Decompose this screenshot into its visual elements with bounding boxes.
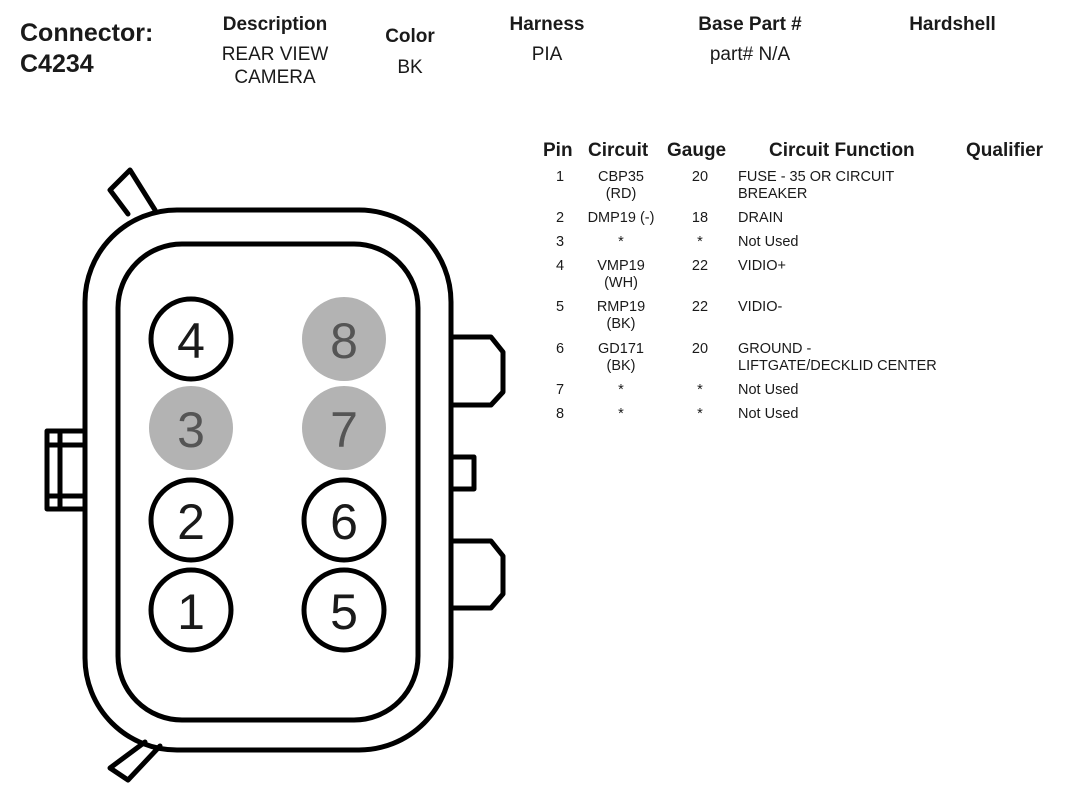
circuit-color: (BK) bbox=[606, 316, 636, 332]
pin-cavity-4 bbox=[148, 296, 234, 382]
circuit-function: VIDIO+ bbox=[738, 258, 786, 274]
pin-cavity-7 bbox=[302, 386, 386, 470]
gauge: 18 bbox=[691, 210, 709, 226]
description-line2: CAMERA bbox=[234, 67, 316, 88]
circuit-function: FUSE - 35 OR CIRCUIT bbox=[738, 169, 895, 185]
pin-cavity-8 bbox=[302, 297, 386, 381]
gauge: 20 bbox=[691, 169, 709, 185]
pin-number: 7 bbox=[555, 382, 565, 398]
circuit-code: CBP35 bbox=[598, 169, 644, 185]
pin-cavity-6 bbox=[301, 477, 387, 563]
pin-number: 2 bbox=[555, 210, 565, 226]
pin-number: 5 bbox=[555, 299, 565, 315]
connector-housing-outer bbox=[82, 207, 454, 753]
hardshell-label: Hardshell bbox=[909, 14, 996, 35]
pin-cavity-3 bbox=[149, 386, 233, 470]
base-part-label: Base Part # bbox=[698, 14, 802, 35]
circuit-function: Not Used bbox=[738, 382, 799, 398]
circuit-function-cont: BREAKER bbox=[738, 186, 808, 202]
gauge: * bbox=[697, 382, 703, 398]
gauge: * bbox=[697, 234, 703, 250]
color-value: BK bbox=[397, 57, 423, 78]
circuit-color: (WH) bbox=[604, 275, 638, 291]
gauge: 22 bbox=[691, 258, 709, 274]
circuit-function: GROUND - bbox=[738, 341, 812, 357]
description-line1: REAR VIEW bbox=[221, 44, 329, 65]
pin-label-1: 1 bbox=[177, 584, 205, 640]
circuit-code: GD171 bbox=[598, 341, 644, 357]
col-header-qualifier: Qualifier bbox=[966, 140, 1044, 161]
circuit-code: * bbox=[618, 234, 624, 250]
circuit-code: * bbox=[618, 382, 624, 398]
col-header-pin: Pin bbox=[543, 140, 573, 161]
circuit-function: DRAIN bbox=[738, 210, 784, 226]
circuit-color: (BK) bbox=[606, 358, 636, 374]
connector-housing-inner bbox=[115, 241, 421, 723]
pin-label-2: 2 bbox=[177, 494, 205, 550]
top-latch-tab bbox=[107, 167, 158, 217]
gauge: 22 bbox=[691, 299, 709, 315]
pin-number: 8 bbox=[555, 406, 565, 422]
pin-label-3: 3 bbox=[177, 402, 205, 458]
right-tab-upper bbox=[448, 334, 506, 408]
harness-value: PIA bbox=[531, 44, 563, 65]
pin-cavities bbox=[148, 296, 387, 653]
circuit-code: * bbox=[618, 406, 624, 422]
circuit-function-cont: LIFTGATE/DECKLID CENTER bbox=[738, 358, 937, 374]
connector-label: Connector: bbox=[20, 19, 154, 47]
pin-cavity-5 bbox=[301, 567, 387, 653]
col-header-gauge: Gauge bbox=[667, 140, 727, 161]
right-tab-lower bbox=[448, 538, 506, 611]
circuit-code: RMP19 bbox=[596, 299, 646, 315]
right-tab-middle bbox=[448, 454, 477, 492]
gauge: 20 bbox=[691, 341, 709, 357]
pin-label-5: 5 bbox=[330, 584, 358, 640]
circuit-function: Not Used bbox=[738, 406, 799, 422]
circuit-function: Not Used bbox=[738, 234, 799, 250]
gauge: * bbox=[697, 406, 703, 422]
color-label: Color bbox=[385, 26, 435, 47]
harness-label: Harness bbox=[509, 14, 585, 35]
pin-number: 6 bbox=[555, 341, 565, 357]
pin-cavity-1 bbox=[148, 567, 234, 653]
pin-number: 3 bbox=[555, 234, 565, 250]
pin-label-4: 4 bbox=[177, 313, 205, 369]
circuit-code: VMP19 bbox=[597, 258, 645, 274]
connector-id: C4234 bbox=[20, 50, 94, 78]
pin-number: 1 bbox=[555, 169, 565, 185]
col-header-circuit: Circuit bbox=[588, 140, 649, 161]
pin-label-8: 8 bbox=[330, 313, 358, 369]
description-label: Description bbox=[222, 14, 328, 35]
circuit-function: VIDIO- bbox=[738, 299, 783, 315]
bottom-latch-tab bbox=[107, 739, 163, 783]
pin-label-7: 7 bbox=[330, 402, 358, 458]
pin-cavity-2 bbox=[148, 477, 234, 563]
circuit-code: DMP19 (-) bbox=[587, 210, 655, 226]
col-header-circuit-function: Circuit Function bbox=[769, 140, 915, 161]
circuit-color: (RD) bbox=[605, 186, 637, 202]
base-part-value: part# N/A bbox=[709, 44, 791, 65]
pin-label-6: 6 bbox=[330, 494, 358, 550]
pin-number: 4 bbox=[555, 258, 565, 274]
